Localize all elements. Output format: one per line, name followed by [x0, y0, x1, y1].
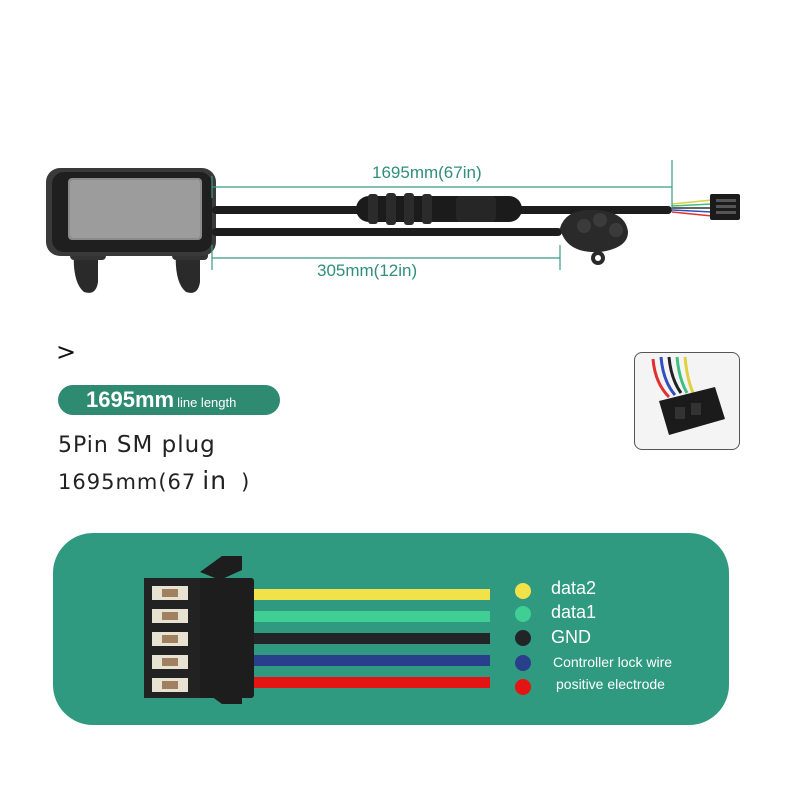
length-value: 1695mm(67 [58, 470, 197, 494]
legend-dot-gnd [515, 630, 531, 646]
legend-label-data1: data1 [551, 602, 597, 622]
connector-photo [651, 356, 725, 435]
wire-positive [254, 677, 490, 688]
arrow-marker: > [56, 338, 77, 366]
long-cable-dimension: 1695mm(67in) [372, 163, 482, 182]
wire-gnd [254, 633, 490, 644]
inline-connector [356, 193, 522, 225]
short-cable-dimension: 305mm(12in) [317, 261, 418, 280]
legend-dot-data2 [515, 583, 531, 599]
legend-label-positive: positive electrode [556, 676, 665, 692]
wire-data2 [254, 589, 490, 600]
dimension-lines [211, 160, 673, 270]
legend-label-lock: Controller lock wire [553, 654, 673, 670]
legend-label-data2: data2 [551, 578, 597, 598]
wire-lock [254, 655, 490, 666]
pin-count: 5Pin [58, 433, 109, 458]
wire-data1 [254, 611, 490, 622]
sm-plug-housing [144, 556, 254, 704]
short-cable [212, 228, 562, 236]
legend-dot-lock [515, 655, 531, 671]
product-illustration [46, 160, 740, 293]
legend-dot-positive [515, 679, 531, 695]
plug-spec: 5Pin SM plug [58, 432, 216, 458]
length-unit: in [202, 466, 228, 495]
connector-thumbnail [634, 352, 740, 450]
legend-dot-data1 [515, 606, 531, 622]
badge-length: 1695mm [86, 387, 175, 412]
badge-suffix: line length [177, 395, 237, 410]
length-close: ) [241, 470, 251, 494]
line-length-badge: 1695mm line length [58, 385, 280, 415]
button-remote [560, 209, 628, 265]
legend-label-gnd: GND [551, 627, 591, 647]
plug-wiring-drawing [144, 556, 490, 704]
display-unit [46, 168, 216, 256]
plug-tail [671, 194, 740, 220]
plug-type: SM plug [116, 432, 216, 458]
